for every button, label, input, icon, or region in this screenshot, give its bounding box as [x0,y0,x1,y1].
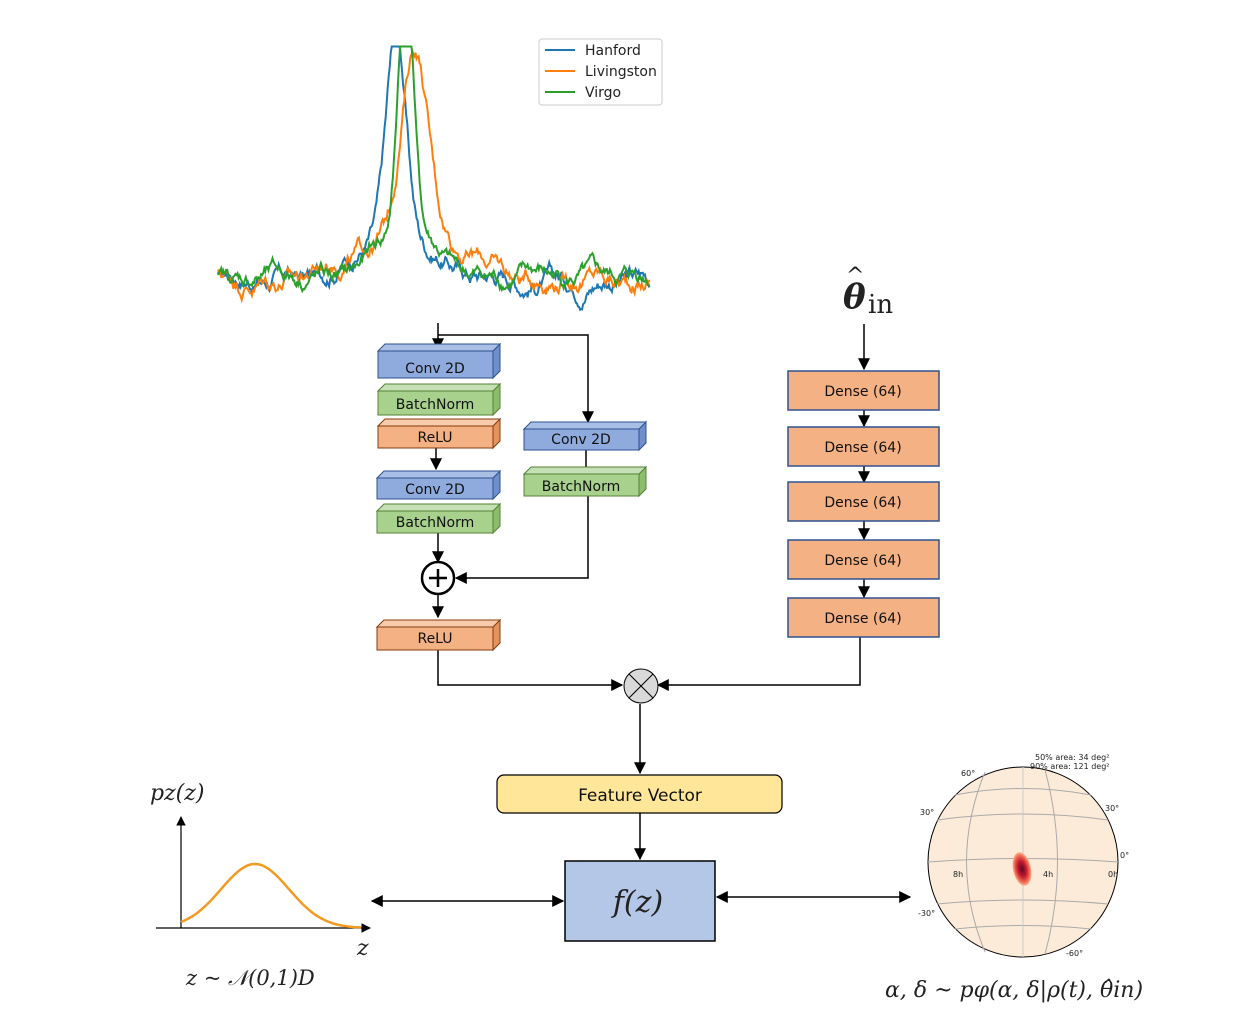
dense-layer-4: Dense (64) [787,539,940,580]
dense-layer-2: Dense (64) [787,426,940,467]
batchnorm-block-2-label: BatchNorm [396,515,474,531]
relu-output-label: ReLU [417,631,452,647]
feature-vector-label: Feature Vector [578,786,702,806]
relu-output-block: ReLU [375,618,502,652]
legend-virgo-label: Virgo [585,85,621,101]
conv2d-block-1: Conv 2D [376,342,502,380]
svg-text:θ: θ [843,277,866,317]
skip-conv2d-label: Conv 2D [551,432,611,448]
ra-label-0h: 0h [1108,870,1118,879]
waveform-legend: Hanford Livingston Virgo [538,38,663,106]
batchnorm-block-1: BatchNorm [376,382,502,417]
theta-hat-in-label: θ ^ in [843,264,893,320]
ra-label-8h: 8h [953,870,963,879]
lat-label-minus60: -60° [1066,949,1083,958]
feature-vector-block: Feature Vector [496,774,783,814]
legend-livingston-label: Livingston [585,64,657,80]
batchnorm-block-2: BatchNorm [375,502,502,535]
prior-distribution-plot: pz(z) z z ~ 𝒩(0,1)D [150,781,371,990]
prior-ylabel: pz(z) [150,781,204,806]
svg-text:^: ^ [846,264,864,289]
conv2d-block-1-label: Conv 2D [405,361,465,377]
skymap-area50: 50% area: 34 deg² [1035,753,1109,762]
flow-block: f(z) [564,860,716,942]
residual-connectors [430,323,624,691]
dense-layer-1-label: Dense (64) [824,384,901,400]
flow-label: f(z) [611,885,663,920]
posterior-skymap: 50% area: 34 deg² 90% area: 121 deg² 60°… [885,753,1143,1003]
skymap-area90: 90% area: 121 deg² [1030,762,1110,771]
skip-batchnorm-block: BatchNorm [522,465,648,498]
skip-conv2d-block: Conv 2D [522,420,648,452]
dense-layer-5: Dense (64) [787,597,940,638]
lat-label-30-left: 30° [920,808,934,817]
lat-label-30-right: 30° [1105,804,1119,813]
ra-label-4h: 4h [1043,870,1053,879]
prior-formula: z ~ 𝒩(0,1)D [185,966,315,990]
livingston-trace [217,48,651,304]
dense-layer-1: Dense (64) [787,370,940,411]
conv2d-block-2-label: Conv 2D [405,482,465,498]
sum-node [420,560,456,596]
strain-waveform-plot [217,45,651,312]
dense-layer-3-label: Dense (64) [824,495,901,511]
conv2d-block-2: Conv 2D [375,469,502,501]
dense-layer-2-label: Dense (64) [824,440,901,456]
prior-xlabel: z [356,936,369,961]
posterior-localization-blob [1012,852,1032,886]
posterior-formula: α, δ ~ pφ(α, δ|ρ(t), θ̂in) [885,978,1143,1003]
relu-block-1-label: ReLU [417,430,452,446]
batchnorm-block-1-label: BatchNorm [396,397,474,413]
dense-layer-3: Dense (64) [787,481,940,522]
relu-block-1: ReLU [376,417,502,450]
virgo-trace [217,45,651,294]
lat-label-minus30: -30° [918,909,935,918]
skip-batchnorm-label: BatchNorm [542,479,620,495]
legend-hanford-label: Hanford [585,43,641,59]
prior-gaussian-curve [180,862,362,929]
lat-label-60: 60° [961,769,975,778]
multiply-node [623,668,659,704]
svg-text:in: in [868,290,893,320]
dense-connectors [656,324,870,691]
lat-label-0: 0° [1120,851,1129,860]
dense-layer-5-label: Dense (64) [824,611,901,627]
dense-layer-4-label: Dense (64) [824,553,901,569]
